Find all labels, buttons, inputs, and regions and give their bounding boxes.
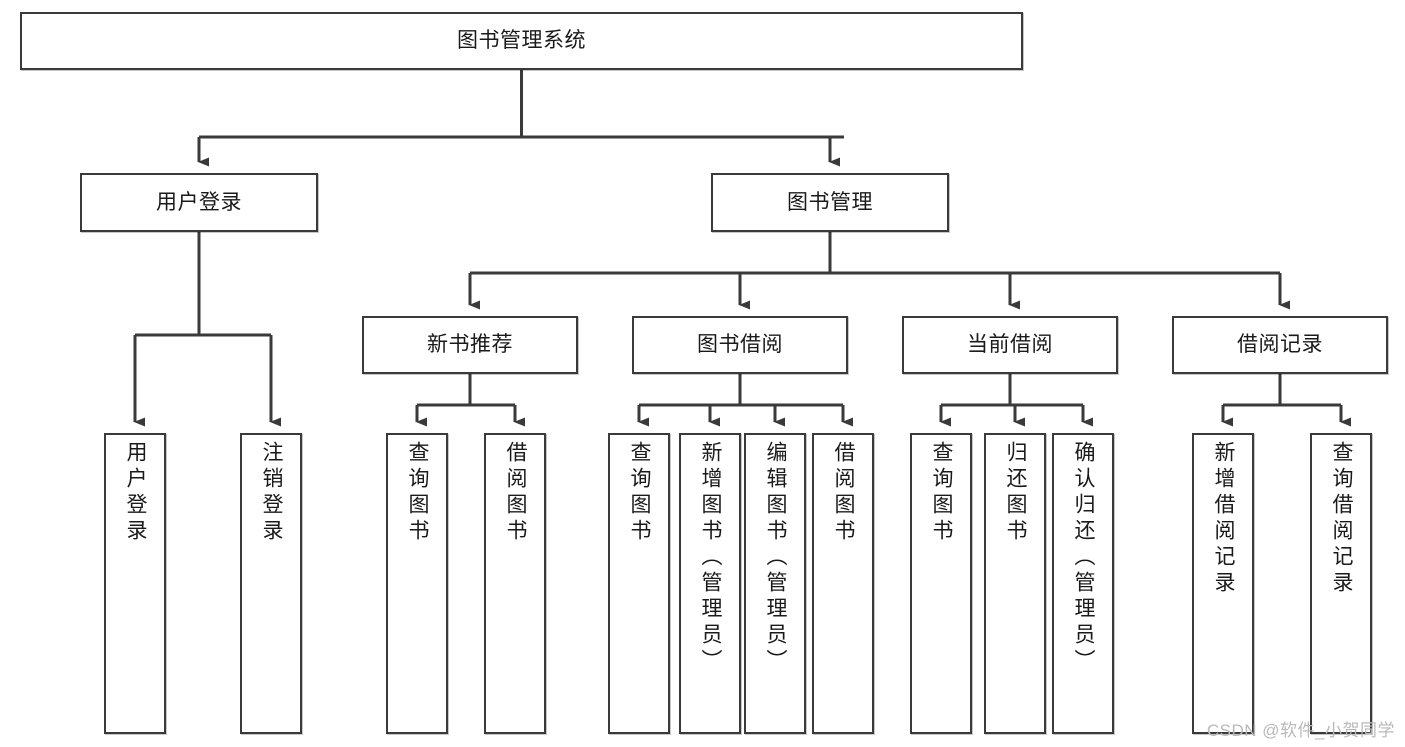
node-leaf-borrow-book-1-label: 借阅图书 (504, 441, 528, 545)
node-leaf-user-login-label: 用户登录 (124, 441, 148, 545)
node-leaf-query-book-2-label: 查询图书 (628, 441, 652, 545)
node-leaf-add-record-label: 新增借阅记录 (1212, 441, 1236, 597)
node-book-manage[interactable]: 图书管理 (711, 173, 949, 232)
node-leaf-borrow-book-2-label: 借阅图书 (832, 441, 856, 545)
edge-group-book-borrow (637, 374, 853, 427)
node-leaf-borrow-book-2[interactable]: 借阅图书 (812, 433, 874, 734)
node-leaf-query-book-3-label: 查询图书 (930, 441, 954, 545)
watermark: CSDN @软件_小贺同学 (1206, 721, 1395, 740)
node-current-borrow[interactable]: 当前借阅 (902, 316, 1118, 374)
node-leaf-user-login[interactable]: 用户登录 (104, 433, 166, 734)
node-new-book-recommend[interactable]: 新书推荐 (362, 316, 578, 374)
node-leaf-edit-book[interactable]: 编辑图书（管理员） (744, 433, 806, 734)
node-leaf-query-record-label: 查询借阅记录 (1330, 441, 1354, 597)
node-leaf-confirm-return[interactable]: 确认归还（管理员） (1052, 433, 1114, 734)
node-leaf-add-book-label: 新增图书（管理员） (699, 441, 723, 675)
node-book-borrow-label: 图书借阅 (697, 333, 783, 357)
edge-group-root (197, 70, 844, 167)
node-borrow-record-label: 借阅记录 (1237, 333, 1323, 357)
node-leaf-query-record[interactable]: 查询借阅记录 (1310, 433, 1372, 734)
node-borrow-record[interactable]: 借阅记录 (1172, 316, 1388, 374)
edge-group-borrow-record (1221, 374, 1351, 427)
edge-group-new-book-recommend (415, 374, 525, 427)
node-book-manage-label: 图书管理 (787, 190, 873, 214)
node-root-label: 图书管理系统 (457, 29, 586, 53)
node-leaf-add-book[interactable]: 新增图书（管理员） (679, 433, 741, 734)
node-user-login[interactable]: 用户登录 (80, 173, 318, 232)
node-leaf-borrow-book-1[interactable]: 借阅图书 (484, 433, 546, 734)
node-leaf-query-book-3[interactable]: 查询图书 (910, 433, 972, 734)
edge-group-current-borrow (939, 374, 1093, 427)
node-leaf-confirm-return-label: 确认归还（管理员） (1072, 441, 1096, 675)
node-leaf-logout[interactable]: 注销登录 (240, 433, 302, 734)
node-leaf-add-record[interactable]: 新增借阅记录 (1192, 433, 1254, 734)
node-root[interactable]: 图书管理系统 (20, 12, 1023, 70)
node-user-login-label: 用户登录 (156, 190, 242, 214)
node-book-borrow[interactable]: 图书借阅 (632, 316, 848, 374)
node-leaf-return-book-label: 归还图书 (1004, 441, 1028, 545)
node-leaf-edit-book-label: 编辑图书（管理员） (764, 441, 788, 675)
node-current-borrow-label: 当前借阅 (967, 333, 1053, 357)
edge-group-book-manage (468, 232, 1290, 310)
node-leaf-query-book-2[interactable]: 查询图书 (608, 433, 670, 734)
node-leaf-logout-label: 注销登录 (260, 441, 284, 545)
node-leaf-query-book-1[interactable]: 查询图书 (386, 433, 448, 734)
node-leaf-return-book[interactable]: 归还图书 (984, 433, 1046, 734)
node-new-book-recommend-label: 新书推荐 (427, 333, 513, 357)
edge-group-user-login (133, 232, 281, 427)
node-leaf-query-book-1-label: 查询图书 (406, 441, 430, 545)
